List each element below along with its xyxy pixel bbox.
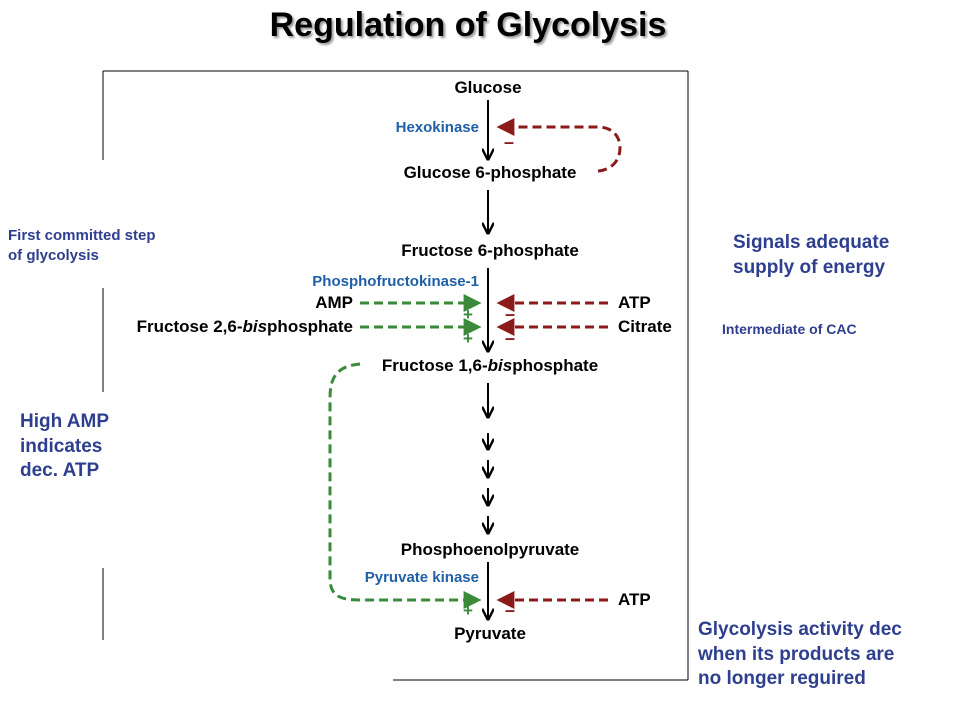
node-glucose-6-phosphate: Glucose 6-phosphate	[404, 163, 577, 182]
note-line: Glycolysis activity dec	[698, 619, 902, 640]
plus-sign-f26bp: +	[463, 329, 473, 348]
node-pyruvate: Pyruvate	[454, 624, 526, 643]
note-line: when its products are	[698, 643, 895, 665]
minus-sign-citrate: –	[505, 328, 515, 348]
note-high-amp: High AMP indicates dec. ATP	[20, 410, 109, 484]
note-first-committed-step: First committed step of glycolysis	[8, 226, 156, 265]
regulator-amp: AMP	[315, 293, 353, 312]
f16bp-italic: bis	[488, 356, 513, 375]
note-intermediate-cac: Intermediate of CAC	[722, 321, 857, 337]
note-line: of glycolysis	[8, 246, 99, 264]
regulator-citrate: Citrate	[618, 317, 672, 336]
f16bp-prefix: Fructose 1,6-	[382, 356, 488, 375]
page-title: Regulation of Glycolysis	[269, 6, 667, 44]
f26bp-suffix: phosphate	[267, 317, 353, 336]
note-line: First committed step	[8, 227, 156, 244]
regulator-atp: ATP	[618, 293, 651, 312]
f16bp-activates-pyruvate-kinase-arrow	[328, 362, 482, 609]
note-line: no longer reguired	[698, 668, 866, 690]
enzyme-phosphofructokinase-1: Phosphofructokinase-1	[312, 273, 479, 290]
note-activity-decrease: Glycolysis activity dec when its product…	[698, 618, 902, 692]
node-fructose-1-6-bisphosphate: Fructose 1,6-bisphosphate	[382, 356, 598, 375]
f26bp-prefix: Fructose 2,6-	[137, 317, 243, 336]
g6p-inhibits-hexokinase-arrow	[496, 118, 622, 173]
regulator-atp-pyruvate-kinase: ATP	[618, 590, 651, 609]
note-line: Signals adequate	[733, 232, 890, 253]
note-adequate-energy: Signals adequate supply of energy	[733, 231, 889, 280]
regulator-fructose-2-6-bisphosphate: Fructose 2,6-bisphosphate	[137, 317, 353, 336]
minus-sign-hexokinase: –	[504, 132, 514, 152]
node-glucose: Glucose	[454, 78, 521, 97]
note-line: High AMP	[20, 411, 110, 432]
f16bp-suffix: phosphate	[512, 356, 598, 375]
enzyme-pyruvate-kinase: Pyruvate kinase	[365, 569, 479, 586]
enzyme-hexokinase: Hexokinase	[396, 119, 479, 136]
node-fructose-6-phosphate: Fructose 6-phosphate	[401, 241, 579, 260]
plus-sign-amp: +	[463, 305, 473, 324]
minus-sign-atp: –	[505, 304, 515, 324]
node-phosphoenolpyruvate: Phosphoenolpyruvate	[401, 540, 580, 559]
note-line: supply of energy	[733, 256, 886, 278]
plus-sign-f16bp: +	[463, 601, 473, 620]
f26bp-italic: bis	[242, 317, 267, 336]
note-line: dec. ATP	[20, 460, 100, 482]
note-line: indicates	[20, 435, 103, 457]
minus-sign-atp-pyruvate-kinase: –	[505, 600, 515, 620]
